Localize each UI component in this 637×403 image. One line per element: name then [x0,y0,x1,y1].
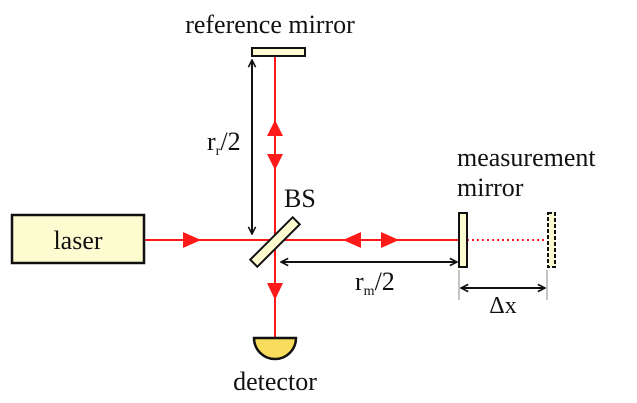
beam-direction-arrow-detector [267,283,283,300]
beam-direction-arrow-ref-down [267,154,283,170]
measurement-mirror-label-line1: measurement [457,143,596,172]
detector-shape [252,336,298,361]
beam-direction-arrow-laser [183,232,201,248]
measurement-arm-dimension: rm/2 [281,262,457,299]
measurement-mirror-label-line2: mirror [457,173,524,202]
measurement-arm-dimension-label: rm/2 [355,267,395,299]
beam-direction-arrow-meas-left [343,232,361,248]
beam-splitter-label: BS [284,184,316,213]
beam-direction-arrow-ref-up [267,120,283,136]
reference-arm-dimension: rr/2 [207,60,252,234]
laser-beams [144,56,547,338]
reference-arm-dimension-label: rr/2 [207,127,241,159]
displacement-label: Δx [489,293,516,319]
reference-mirror: reference mirror [185,10,355,57]
reference-mirror-plate [251,47,306,57]
beam-splitter: BS [248,184,316,269]
measurement-mirror: measurement mirror [457,143,596,268]
detector-label: detector [233,367,317,396]
measurement-mirror-plate [458,212,468,268]
detector: detector [233,336,317,396]
reference-mirror-label: reference mirror [185,10,355,39]
displaced-mirror-outline [547,212,556,268]
laser-source: laser [10,213,146,265]
displacement-dimension: Δx [458,270,548,319]
beam-splitter-plate [248,215,302,269]
beam-direction-arrow-meas-right [381,232,399,248]
laser-label: laser [53,226,102,255]
laser-box [10,213,146,265]
